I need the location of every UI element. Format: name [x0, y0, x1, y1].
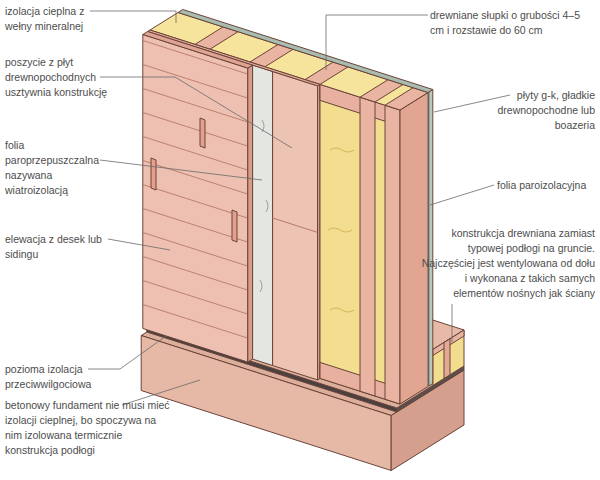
- board-edge: [143, 65, 248, 99]
- leader-line: [108, 239, 170, 250]
- board-edge: [143, 209, 248, 243]
- plasterboard-top: [178, 10, 433, 93]
- callout-label: izolacja cieplna z wełny mineralnej: [5, 4, 105, 34]
- sheathing-board: [273, 72, 318, 380]
- callout-label: pozioma izolacja przeciwwilgociowa: [5, 362, 100, 392]
- sheathing-seam: [273, 218, 318, 232]
- timber-stud: [385, 105, 400, 404]
- leader-line: [100, 160, 262, 180]
- foil-fold: [260, 120, 268, 292]
- board-edge: [143, 113, 248, 147]
- batten: [200, 118, 205, 148]
- stud-top: [250, 45, 293, 67]
- callout-label: betonowy fundament nie musi mieć izolacj…: [5, 398, 175, 458]
- callout-label: drewniane słupki o grubości 4–5 cm i roz…: [430, 8, 580, 38]
- board-edge: [143, 305, 248, 339]
- board-edge: [143, 89, 248, 123]
- stud-top: [305, 62, 348, 84]
- sheathing-top: [148, 30, 320, 86]
- mineral-wool: [320, 84, 400, 404]
- timber-stud: [360, 97, 375, 396]
- board-edge: [143, 281, 248, 315]
- leader-line: [326, 15, 428, 70]
- stud-top: [385, 88, 428, 110]
- siding-end: [248, 65, 253, 362]
- floor-structure: [433, 330, 464, 386]
- board-edge: [143, 161, 248, 195]
- board-edge: [143, 137, 248, 171]
- leader-line: [90, 11, 176, 23]
- plasterboard: [429, 90, 433, 387]
- floor-joist: [444, 339, 450, 379]
- leader-line: [452, 304, 453, 342]
- board-edge: [143, 257, 248, 291]
- wind-barrier-foil: [253, 65, 273, 365]
- leader-line: [88, 336, 166, 369]
- callout-label: folia paroprzepuszczalna nazywana wiatro…: [5, 138, 105, 198]
- callout-label: konstrukcja drewniana zamiast typowej po…: [420, 226, 595, 301]
- wool-texture: [328, 148, 354, 312]
- callout-label: folia paroizolacyjna: [497, 178, 597, 193]
- stud-top: [195, 27, 238, 49]
- stud-side: [400, 93, 428, 405]
- callout-label: poszycie z płyt drewnopochodnych usztywn…: [5, 55, 125, 100]
- batten: [151, 158, 156, 190]
- siding-top: [143, 32, 253, 69]
- batten: [232, 210, 237, 242]
- insulation-top: [150, 13, 428, 111]
- leader-line: [100, 77, 292, 148]
- siding-boards: [143, 35, 248, 363]
- leader-line: [430, 185, 494, 205]
- callout-label: płyty g-k, gładkie drewnopochodne lub bo…: [485, 88, 595, 133]
- callout-label: elewacja z desek lub sidingu: [5, 232, 115, 262]
